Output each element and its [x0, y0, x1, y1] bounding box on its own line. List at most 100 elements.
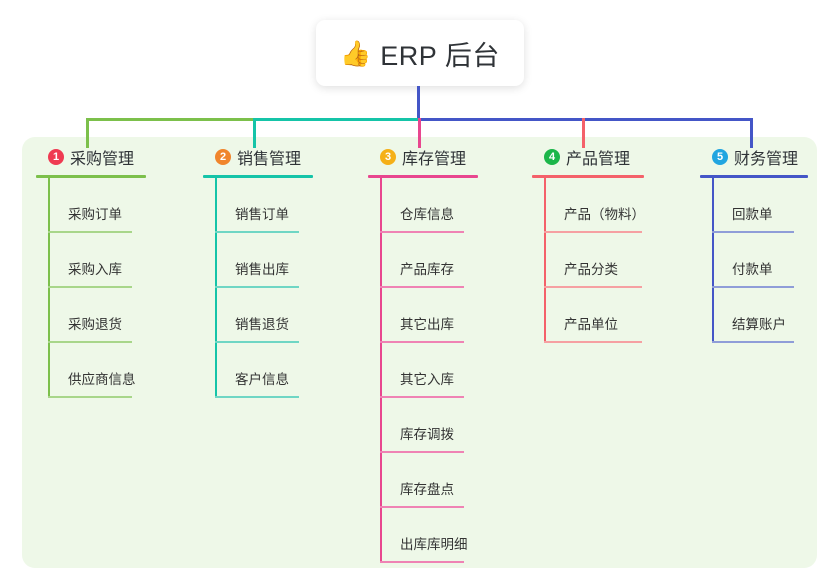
- column-header-underline: [368, 175, 478, 178]
- menu-item[interactable]: 产品单位: [544, 288, 644, 343]
- menu-item-underline: [48, 396, 132, 398]
- menu-item-label: 其它出库: [400, 317, 454, 332]
- connector-bar-green: [86, 118, 256, 121]
- menu-item-underline: [215, 341, 299, 343]
- branch-stem: [48, 178, 50, 398]
- branch-stem: [215, 178, 217, 398]
- column-header-inventory[interactable]: 3 库存管理: [368, 146, 478, 168]
- root-node-title: ERP 后台: [380, 40, 500, 71]
- menu-item-label: 库存盘点: [400, 482, 454, 497]
- column-finance[interactable]: 5 财务管理回款单付款单结算账户: [700, 146, 808, 343]
- menu-item-underline: [712, 341, 794, 343]
- menu-item[interactable]: 库存调拨: [380, 398, 478, 453]
- menu-item-underline: [712, 286, 794, 288]
- menu-item-label: 采购订单: [68, 207, 122, 222]
- menu-item-underline: [380, 286, 464, 288]
- menu-item[interactable]: 仓库信息: [380, 178, 478, 233]
- number-badge-icon: 5: [712, 149, 728, 165]
- connector-drop-inventory: [418, 118, 421, 148]
- menu-item-underline: [48, 286, 132, 288]
- column-title: 财务管理: [734, 151, 799, 168]
- menu-item[interactable]: 采购订单: [48, 178, 146, 233]
- column-sales[interactable]: 2 销售管理销售订单销售出库销售退货客户信息: [203, 146, 313, 398]
- column-items-product: 产品（物料） 产品分类产品单位: [544, 178, 645, 343]
- menu-item[interactable]: 销售出库: [215, 233, 313, 288]
- menu-item[interactable]: 产品（物料）: [544, 178, 645, 233]
- menu-item-underline: [380, 396, 464, 398]
- number-badge-icon: 2: [215, 149, 231, 165]
- menu-item[interactable]: 客户信息: [215, 343, 313, 398]
- menu-item-label: 回款单: [732, 207, 773, 222]
- menu-item[interactable]: 产品分类: [544, 233, 644, 288]
- menu-item-label: 仓库信息: [400, 207, 454, 222]
- column-header-sales[interactable]: 2 销售管理: [203, 146, 313, 168]
- root-node-card[interactable]: 👍 ERP 后台: [316, 20, 524, 86]
- menu-item-label: 其它入库: [400, 372, 454, 387]
- menu-item-underline: [215, 396, 299, 398]
- menu-item-underline: [712, 231, 794, 233]
- menu-item[interactable]: 其它出库: [380, 288, 478, 343]
- column-header-underline: [700, 175, 808, 178]
- menu-item-label: 结算账户: [732, 317, 786, 332]
- connector-bar-blue: [418, 118, 753, 121]
- menu-item-label: 销售订单: [235, 207, 289, 222]
- menu-item-label: 产品（物料）: [564, 207, 645, 222]
- menu-item[interactable]: 供应商信息: [48, 343, 146, 398]
- menu-item[interactable]: 结算账户: [712, 288, 808, 343]
- menu-item-underline: [48, 231, 132, 233]
- thumbs-up-icon: 👍: [340, 39, 372, 68]
- column-header-underline: [203, 175, 313, 178]
- menu-item[interactable]: 采购入库: [48, 233, 146, 288]
- branch-stem: [712, 178, 714, 343]
- column-purchase[interactable]: 1 采购管理采购订单采购入库采购退货供应商信息: [36, 146, 146, 398]
- column-inventory[interactable]: 3 库存管理仓库信息产品库存其它出库其它入库库存调拨库存盘点出库库明细: [368, 146, 478, 563]
- menu-item[interactable]: 销售订单: [215, 178, 313, 233]
- menu-item[interactable]: 库存盘点: [380, 453, 478, 508]
- column-items-sales: 销售订单销售出库销售退货客户信息: [215, 178, 313, 398]
- number-badge-icon: 3: [380, 149, 396, 165]
- number-badge-icon: 1: [48, 149, 64, 165]
- menu-item-underline: [544, 231, 642, 233]
- menu-item-label: 产品库存: [400, 262, 454, 277]
- column-title: 销售管理: [237, 151, 302, 168]
- menu-item-label: 供应商信息: [68, 372, 136, 387]
- menu-item-underline: [215, 231, 299, 233]
- column-title: 采购管理: [70, 151, 135, 168]
- diagram-panel: [22, 137, 817, 568]
- column-items-inventory: 仓库信息产品库存其它出库其它入库库存调拨库存盘点出库库明细: [380, 178, 478, 563]
- menu-item-underline: [380, 231, 464, 233]
- menu-item-label: 采购退货: [68, 317, 122, 332]
- column-header-finance[interactable]: 5 财务管理: [700, 146, 808, 168]
- menu-item[interactable]: 其它入库: [380, 343, 478, 398]
- menu-item-underline: [380, 341, 464, 343]
- menu-item-label: 销售出库: [235, 262, 289, 277]
- connector-drop-finance: [750, 118, 753, 148]
- menu-item[interactable]: 回款单: [712, 178, 808, 233]
- menu-item-label: 销售退货: [235, 317, 289, 332]
- column-header-underline: [532, 175, 644, 178]
- column-title: 产品管理: [566, 151, 631, 168]
- menu-item[interactable]: 采购退货: [48, 288, 146, 343]
- column-items-finance: 回款单付款单结算账户: [712, 178, 808, 343]
- column-title: 库存管理: [402, 151, 467, 168]
- connector-trunk: [417, 86, 420, 121]
- menu-item-underline: [380, 451, 464, 453]
- menu-item[interactable]: 出库库明细: [380, 508, 478, 563]
- connector-drop-product: [582, 118, 585, 148]
- menu-item[interactable]: 产品库存: [380, 233, 478, 288]
- menu-item[interactable]: 销售退货: [215, 288, 313, 343]
- menu-item-label: 采购入库: [68, 262, 122, 277]
- branch-stem: [380, 178, 382, 563]
- menu-item-underline: [48, 341, 132, 343]
- menu-item-underline: [380, 506, 464, 508]
- column-header-purchase[interactable]: 1 采购管理: [36, 146, 146, 168]
- menu-item-label: 产品分类: [564, 262, 618, 277]
- column-header-underline: [36, 175, 146, 178]
- menu-item-label: 产品单位: [564, 317, 618, 332]
- menu-item-underline: [380, 561, 464, 563]
- menu-item[interactable]: 付款单: [712, 233, 808, 288]
- menu-item-label: 库存调拨: [400, 427, 454, 442]
